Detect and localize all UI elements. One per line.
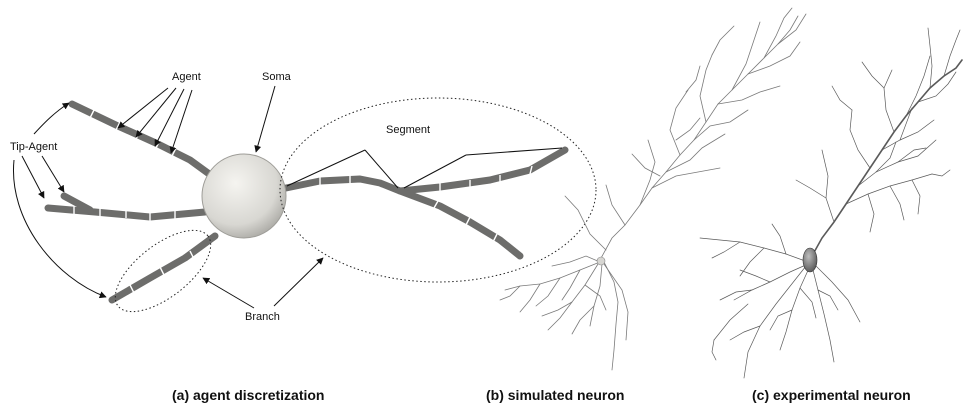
segment-line-4 <box>466 148 562 155</box>
tip-agent-label: Tip-Agent <box>10 141 57 153</box>
panel-a-agent-discretization: Agent Soma Tip-Agent Segment Branch <box>10 71 596 327</box>
annotation-arrows <box>13 86 562 308</box>
agent-arrow-4 <box>171 90 192 153</box>
branch-label: Branch <box>245 311 280 323</box>
experimental-soma <box>803 248 817 272</box>
caption-c: (c) experimental neuron <box>752 387 911 403</box>
agent-arrow-1 <box>118 88 168 128</box>
panel-b-simulated-neuron <box>500 8 806 370</box>
tip-agent-arrow-4 <box>13 160 106 297</box>
agent-arrow-3 <box>155 89 184 146</box>
dendrite-tubes <box>48 104 565 300</box>
soma-label: Soma <box>262 71 292 83</box>
branch-arrow-left <box>203 278 254 308</box>
simulated-soma <box>597 257 605 265</box>
dendrite-upper-left <box>72 104 212 176</box>
experimental-apical-trunk <box>812 60 962 256</box>
agent-label: Agent <box>172 71 201 83</box>
tip-agent-arrow-2 <box>22 156 44 198</box>
segment-label: Segment <box>386 124 430 136</box>
dendrite-lower-branch <box>112 236 215 300</box>
soma-sphere <box>202 154 286 238</box>
branch-arrow-right <box>274 258 323 306</box>
dendrite-right-main <box>286 150 565 191</box>
caption-b: (b) simulated neuron <box>486 387 624 403</box>
simulated-apical-trunk <box>600 16 798 260</box>
panel-c-experimental-neuron <box>700 28 962 378</box>
caption-a: (a) agent discretization <box>172 387 324 403</box>
agent-arrow-2 <box>136 88 176 137</box>
tip-agent-arrow-3 <box>42 156 64 192</box>
soma-arrow <box>256 86 275 152</box>
tip-agent-arrow-1 <box>34 103 69 134</box>
dendrite-right-down <box>400 191 520 256</box>
